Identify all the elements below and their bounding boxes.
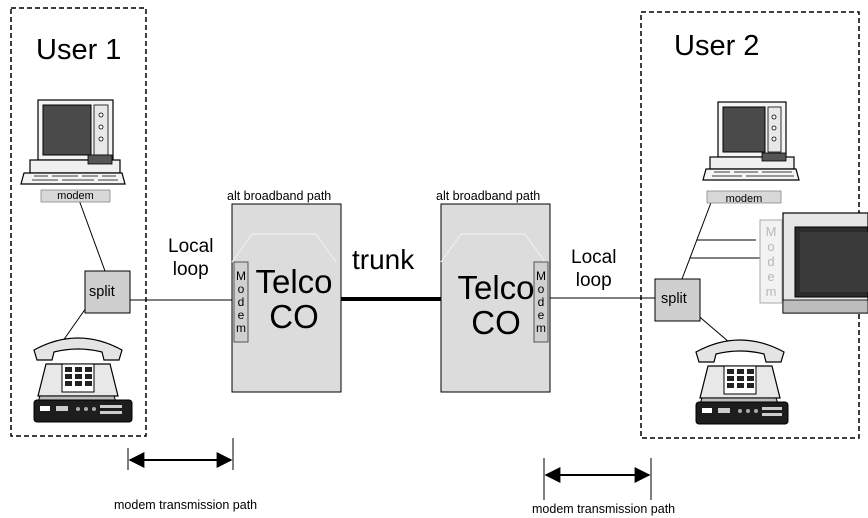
user1-title: User 1 bbox=[36, 34, 122, 66]
computer-icon bbox=[702, 101, 800, 204]
modem-letter: d bbox=[237, 294, 245, 309]
telco-left-modem-strip bbox=[233, 261, 249, 343]
modem-letter: d bbox=[767, 254, 775, 269]
telco-right-modem-label: M o d e m bbox=[534, 262, 548, 342]
modem-letter: d bbox=[537, 294, 545, 309]
modem-letter: o bbox=[237, 281, 245, 296]
computer-icon bbox=[20, 99, 126, 203]
telco-co-right-box bbox=[440, 203, 551, 393]
telco-co-left-label: Telco CO bbox=[255, 263, 333, 335]
user2-split-label: split bbox=[661, 291, 687, 307]
transmission-path-label-left: modem transmission path bbox=[114, 498, 258, 512]
alt-path-label-left: alt broadband path bbox=[227, 189, 332, 203]
telephone-icon bbox=[695, 339, 789, 425]
modem-letter: o bbox=[537, 281, 545, 296]
user1-split-label: split bbox=[89, 284, 115, 300]
trunk-label: trunk bbox=[352, 244, 415, 275]
telco-co-left-shadow bbox=[231, 233, 337, 263]
double-arrow-icon bbox=[543, 458, 652, 500]
telco-left-modem-label: M o d e m bbox=[234, 262, 248, 342]
telco-right-modem-strip bbox=[533, 261, 549, 343]
user1-splitter-box bbox=[84, 270, 131, 314]
user1-boundary bbox=[10, 7, 147, 437]
user2-title: User 2 bbox=[674, 30, 760, 62]
modem-letter: o bbox=[767, 239, 775, 254]
user2-local-loop-label: Local loop bbox=[571, 247, 617, 291]
user2-modem-label: modem bbox=[725, 193, 763, 205]
modem-letter: m bbox=[765, 284, 777, 299]
modem-letter: e bbox=[237, 307, 245, 322]
alt-path-label-right: alt broadband path bbox=[436, 189, 541, 203]
user1-modem-label: modem bbox=[57, 190, 94, 202]
tv-modem-label: M o d e m bbox=[760, 220, 782, 303]
telco-co-left-box bbox=[231, 203, 342, 393]
modem-letter: M bbox=[236, 268, 246, 283]
modem-letter: m bbox=[236, 320, 246, 335]
modem-letter: e bbox=[537, 307, 545, 322]
user1-local-loop-label: Local loop bbox=[168, 236, 214, 280]
transmission-path-label-right: modem transmission path bbox=[532, 502, 676, 516]
user1-computer-to-split bbox=[78, 199, 106, 272]
television-icon bbox=[759, 212, 868, 314]
telco-co-right-shadow bbox=[440, 233, 546, 263]
modem-letter: e bbox=[767, 269, 775, 284]
telco-co-right-label: Telco CO bbox=[457, 269, 535, 341]
modem-letter: M bbox=[536, 268, 546, 283]
user2-splitter-box bbox=[654, 278, 701, 322]
double-arrow-icon bbox=[127, 438, 234, 470]
modem-letter: m bbox=[536, 320, 546, 335]
modem-letter: M bbox=[765, 224, 777, 239]
telephone-icon bbox=[33, 337, 133, 423]
user2-boundary bbox=[640, 11, 860, 439]
